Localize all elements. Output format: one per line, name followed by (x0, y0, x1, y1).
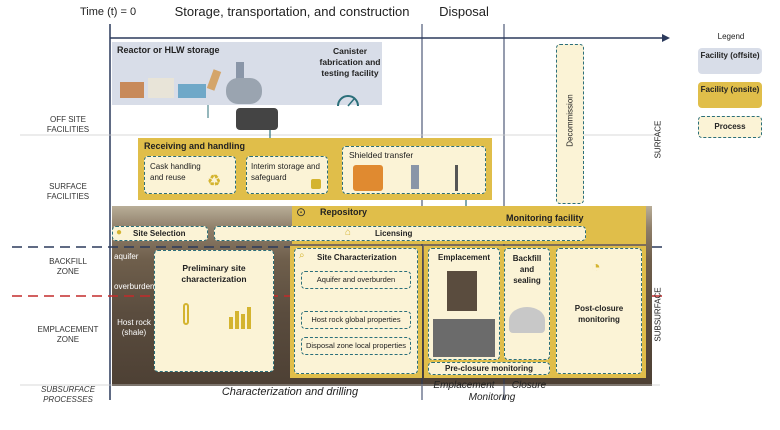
bar-chart-icon (227, 305, 251, 334)
tunnel-image (433, 319, 495, 357)
thermometer-icon (183, 303, 189, 325)
row-label-backfill: BACKFILL ZONE (49, 257, 87, 276)
post-closure-label: Post-closure monitoring (574, 304, 624, 324)
globe-icon: ● (116, 227, 123, 238)
lock-icon (311, 179, 321, 189)
cask-handling-process: Cask handling and reuse ♻ (144, 156, 236, 194)
licensing-label: Licensing (375, 229, 413, 238)
shielded-transfer-process: Shielded transfer (342, 146, 486, 194)
site-selection-process: Site Selection ● (112, 226, 208, 241)
phase-storage-label: Storage, transportation, and constructio… (174, 4, 410, 19)
row-label-emplacement: EMPLACEMENT ZONE (37, 325, 99, 344)
site-selection-label: Site Selection (133, 229, 186, 238)
borehole-image (447, 271, 477, 311)
side-label-subsurface: SUBSURFACE (653, 287, 663, 342)
legend-offsite: Facility (offsite) (698, 48, 762, 74)
backfill-process: Backfill and sealing (504, 248, 550, 360)
canister-label: Canister fabrication and testing facilit… (319, 46, 381, 78)
host-rock-properties-process: Host rock global properties (301, 311, 411, 329)
rod-icon (455, 165, 458, 191)
legend-process-label: Process (714, 122, 746, 131)
preliminary-label: Preliminary site characterization (181, 263, 247, 284)
disposal-zone-process: Disposal zone local properties (301, 337, 411, 355)
emplacement-label: Emplacement (437, 253, 491, 262)
site-char-label: Site Characterization (317, 253, 397, 262)
licensing-process: ⌂ Licensing (214, 226, 586, 241)
transfer-cask-icon (353, 165, 383, 191)
bottom-characterization-label: Characterization and drilling (221, 386, 359, 398)
reactor-illustration (118, 60, 258, 102)
post-closure-process: ◔ Post-closure monitoring (556, 248, 642, 374)
satellite-dish-icon: ◔ (591, 259, 601, 276)
stratum-overburden: overburden (114, 282, 155, 291)
train-illustration (236, 108, 278, 130)
legend-process: Process (698, 116, 762, 138)
row-label-subsurface-processes: SUBSURFACE PROCESSES (40, 385, 96, 404)
stratum-aquifer: aquifer (114, 252, 139, 261)
time-label: Time (t) = 0 (80, 6, 137, 18)
receiving-title: Receiving and handling (144, 141, 246, 151)
legend-onsite: Facility (onsite) (698, 82, 762, 108)
backfill-label: Backfill and sealing (512, 254, 542, 285)
site-characterization-process: ⌕ Site Characterization Aquifer and over… (294, 248, 418, 374)
stratum-host-rock: Host rock (shale) (117, 318, 151, 337)
cask-illustration (226, 78, 262, 104)
gravel-image (509, 307, 545, 333)
side-label-surface: SURFACE (653, 120, 663, 159)
legend-title: Legend (717, 32, 745, 41)
repository-icon: ⊙ (296, 205, 307, 219)
interim-storage-label: Interim storage and safeguard (251, 162, 320, 182)
row-label-offsite: OFF SITE FACILITIES (46, 115, 90, 134)
monitoring-facility-label: Monitoring facility (506, 213, 584, 223)
canister-icon (411, 165, 419, 189)
row-label-surface: SURFACE FACILITIES (46, 182, 90, 201)
decommission-label: Decommission (565, 94, 575, 147)
reactor-label: Reactor or HLW storage (117, 45, 220, 55)
phase-disposal-label: Disposal (439, 4, 489, 19)
preliminary-characterization-process: Preliminary site characterization (154, 250, 274, 372)
building-icon: ⌂ (345, 227, 352, 238)
emplacement-process: Emplacement (428, 248, 500, 360)
recycle-icon: ♻ (207, 173, 222, 190)
legend-offsite-label: Facility (offsite) (700, 51, 760, 60)
interim-storage-process: Interim storage and safeguard (246, 156, 328, 194)
aquifer-overburden-process: Aquifer and overburden (301, 271, 411, 289)
decommission-process (556, 44, 584, 204)
repository-label: Repository (320, 207, 368, 217)
pre-closure-process: Pre-closure monitoring (428, 362, 550, 375)
pre-closure-label: Pre-closure monitoring (444, 364, 533, 373)
bottom-emplacement-label: Emplacement (433, 380, 495, 391)
bottom-monitoring-label: Monitoring (468, 392, 516, 403)
magnifier-icon: ⌕ (299, 250, 305, 261)
legend-onsite-label: Facility (onsite) (700, 85, 760, 94)
bottom-closure-label: Closure (511, 380, 547, 391)
cask-handling-label: Cask handling and reuse (150, 162, 201, 182)
gauge-icon (336, 94, 360, 113)
shielded-transfer-label: Shielded transfer (349, 150, 414, 160)
